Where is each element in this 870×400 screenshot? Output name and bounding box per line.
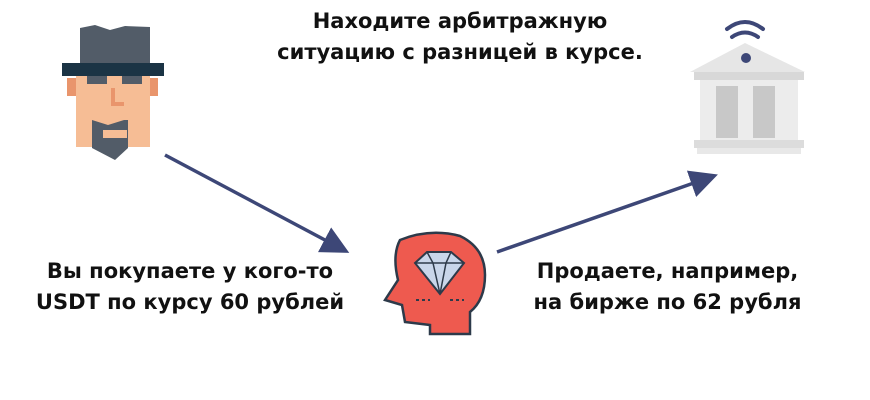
anonymous-person-icon <box>62 25 164 160</box>
title-line-1: Находите арбитражную <box>312 9 608 33</box>
sell-line-1: Продаете, например, <box>536 259 799 283</box>
sell-text: Продаете, например, на бирже по 62 рубля <box>495 256 840 318</box>
buy-line-2: USDT по курсу 60 рублей <box>35 290 345 314</box>
buy-line-1: Вы покупаете у кого-то <box>46 259 334 283</box>
arrow-to-buyer <box>164 153 350 253</box>
bank-exchange-icon <box>690 20 805 154</box>
arrow-to-exchange <box>496 170 718 254</box>
title-text: Находите арбитражную ситуацию с разницей… <box>245 6 675 68</box>
buy-text: Вы покупаете у кого-то USDT по курсу 60 … <box>5 256 375 318</box>
title-line-2: ситуацию с разницей в курсе. <box>277 40 643 64</box>
head-diamond-icon <box>383 231 487 336</box>
sell-line-2: на бирже по 62 рубля <box>533 290 802 314</box>
